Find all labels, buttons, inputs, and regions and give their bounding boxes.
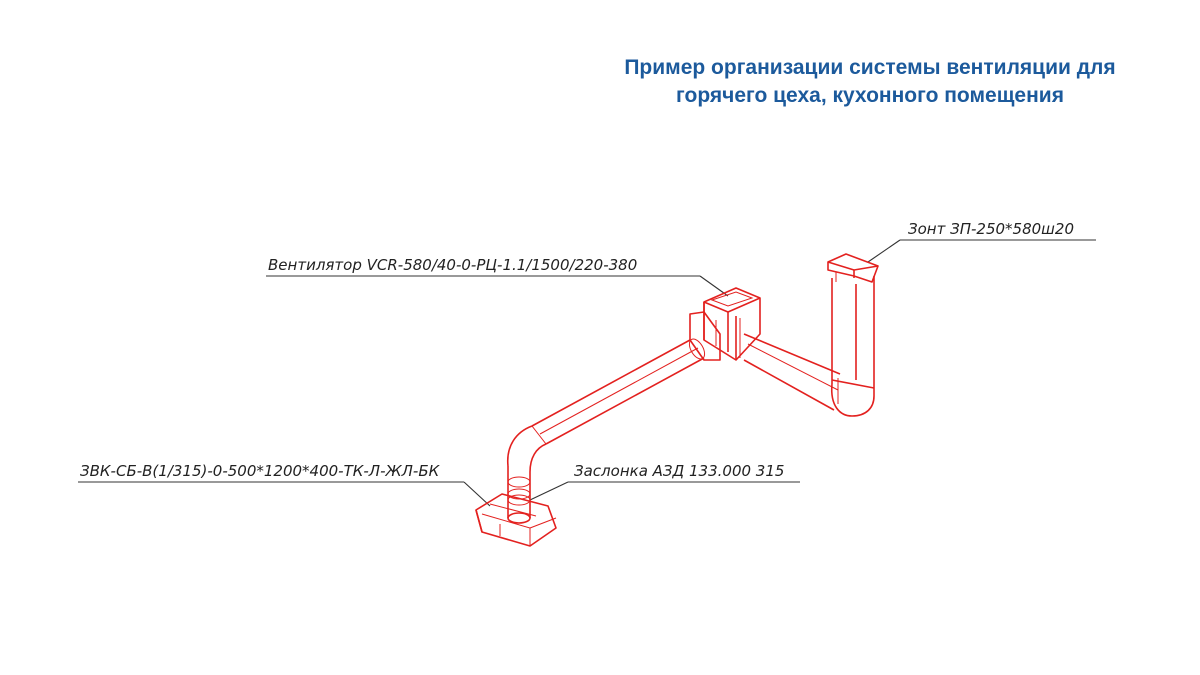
title-line-1: Пример организации системы вентиляции дл… [624,56,1116,79]
outlet-duct [743,333,841,411]
label-damper: Заслонка АЗД 133.000 315 [574,462,784,480]
leader-hood [867,239,1096,263]
label-exhaust-device: ЗВК-СБ-В(1/315)-0-500*1200*400-ТК-Л-ЖЛ-Б… [80,462,441,480]
diagonal-duct [531,338,706,445]
leader-fan [266,275,729,297]
page-title: Пример организации системы вентиляции дл… [560,54,1180,110]
riser-with-damper [507,425,547,524]
label-fan: Вентилятор VCR-580/40-0-РЦ-1.1/1500/220-… [268,256,637,274]
vertical-duct [830,276,875,417]
leader-exhaust [78,481,491,507]
leader-damper [529,481,800,501]
fan-unit [689,287,761,361]
hood [827,253,879,283]
label-hood: Зонт ЗП-250*580ш20 [908,220,1074,238]
exhaust-device [475,493,557,547]
title-line-2: горячего цеха, кухонного помещения [676,84,1064,107]
